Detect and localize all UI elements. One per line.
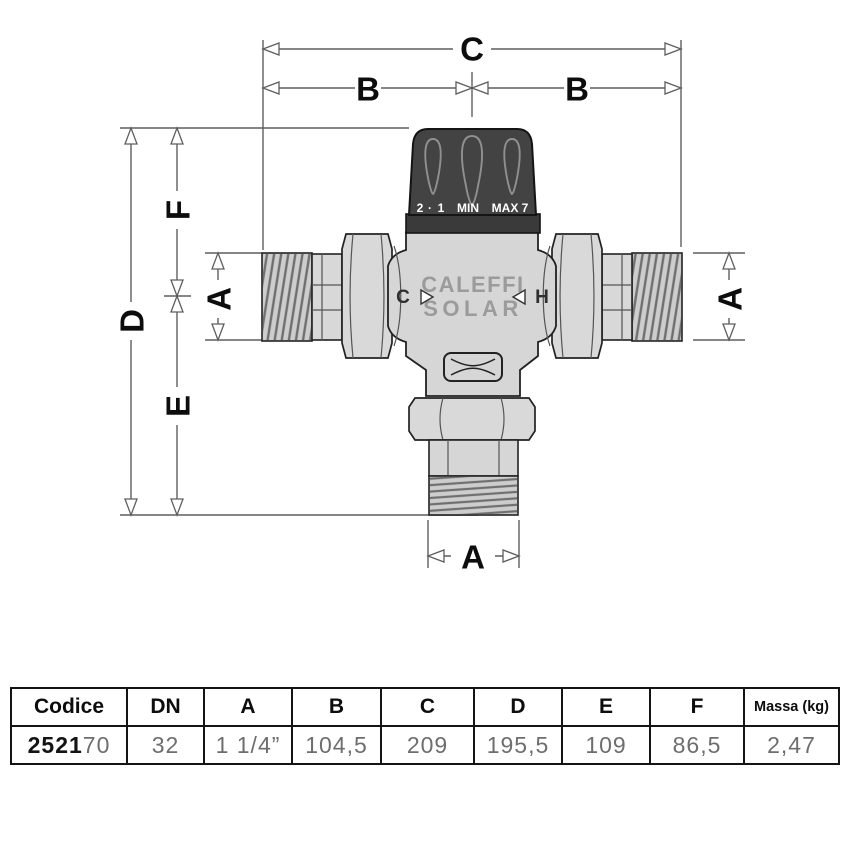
dimension-label-c: C [460, 31, 484, 68]
header-massa: Massa (kg) [743, 687, 840, 727]
cold-flow-arrow-icon [420, 288, 435, 306]
brand-solar: SOLAR [423, 296, 523, 321]
knob-scale-max: MAX [492, 201, 519, 215]
valve-knob: 2 · 1 MIN MAX 7 [405, 128, 541, 234]
knob-scale: 2 · 1 MIN MAX 7 [417, 201, 529, 215]
brand-stamp: CALEFFI SOLAR [421, 272, 524, 321]
knob-scale-min: MIN [457, 201, 479, 215]
left-threaded-port [261, 252, 343, 342]
dimension-label-f: F [160, 200, 197, 220]
mixing-valve-drawing: C B B D F E A A A [114, 31, 749, 576]
dimension-label-b-right: B [565, 71, 589, 108]
codice-suffix: 70 [82, 731, 111, 758]
header-a: A [203, 687, 293, 727]
cold-port-label: C [396, 287, 410, 308]
header-e: E [561, 687, 651, 727]
brand-caleffi: CALEFFI [421, 272, 524, 297]
body-inset-detail [443, 352, 503, 382]
value-massa: 2,47 [743, 725, 840, 765]
value-a: 1 1/4” [203, 725, 293, 765]
dimension-label-e: E [160, 395, 197, 417]
hot-flow-arrow-icon [511, 288, 526, 306]
dimension-label-d: D [114, 309, 151, 333]
left-union-nut [341, 233, 393, 359]
value-c: 209 [380, 725, 475, 765]
valve-assembly: 2 · 1 MIN MAX 7 CALEFFI SOLAR C H [261, 128, 683, 516]
knob-grip-grooves [424, 135, 521, 206]
value-e: 109 [561, 725, 651, 765]
knob-scale-1: 1 [438, 201, 445, 215]
knob-skirt [405, 213, 541, 234]
knob-scale-7: 7 [522, 201, 529, 215]
port-labels: C H [396, 287, 549, 308]
spec-table-header-row: Codice DN A B C D E F Massa (kg) [10, 687, 840, 727]
value-codice: 252170 [10, 725, 128, 765]
header-c: C [380, 687, 475, 727]
codice-prefix: 2521 [27, 731, 83, 758]
dimension-label-a-left: A [201, 287, 238, 311]
hot-port-label: H [535, 287, 549, 308]
value-b: 104,5 [291, 725, 382, 765]
knob-scale-dot: · [428, 201, 432, 215]
valve-body [387, 231, 557, 397]
value-d: 195,5 [473, 725, 563, 765]
dimension-label-a-bottom: A [461, 539, 485, 576]
dimension-label-a-right: A [712, 287, 749, 311]
spec-table-value-row: 252170 32 1 1/4” 104,5 209 195,5 109 86,… [10, 725, 840, 765]
header-codice: Codice [10, 687, 128, 727]
bottom-port [408, 397, 536, 516]
header-d: D [473, 687, 563, 727]
spec-table: Codice DN A B C D E F Massa (kg) 252170 … [10, 687, 840, 765]
dimension-label-b-left: B [356, 71, 380, 108]
value-f: 86,5 [649, 725, 745, 765]
header-b: B [291, 687, 382, 727]
value-dn: 32 [126, 725, 205, 765]
dimension-arrowheads [124, 42, 736, 563]
extension-lines [120, 40, 745, 568]
knob-scale-2: 2 [417, 201, 424, 215]
right-union-nut [551, 233, 603, 359]
header-f: F [649, 687, 745, 727]
right-threaded-port [601, 252, 683, 342]
header-dn: DN [126, 687, 205, 727]
